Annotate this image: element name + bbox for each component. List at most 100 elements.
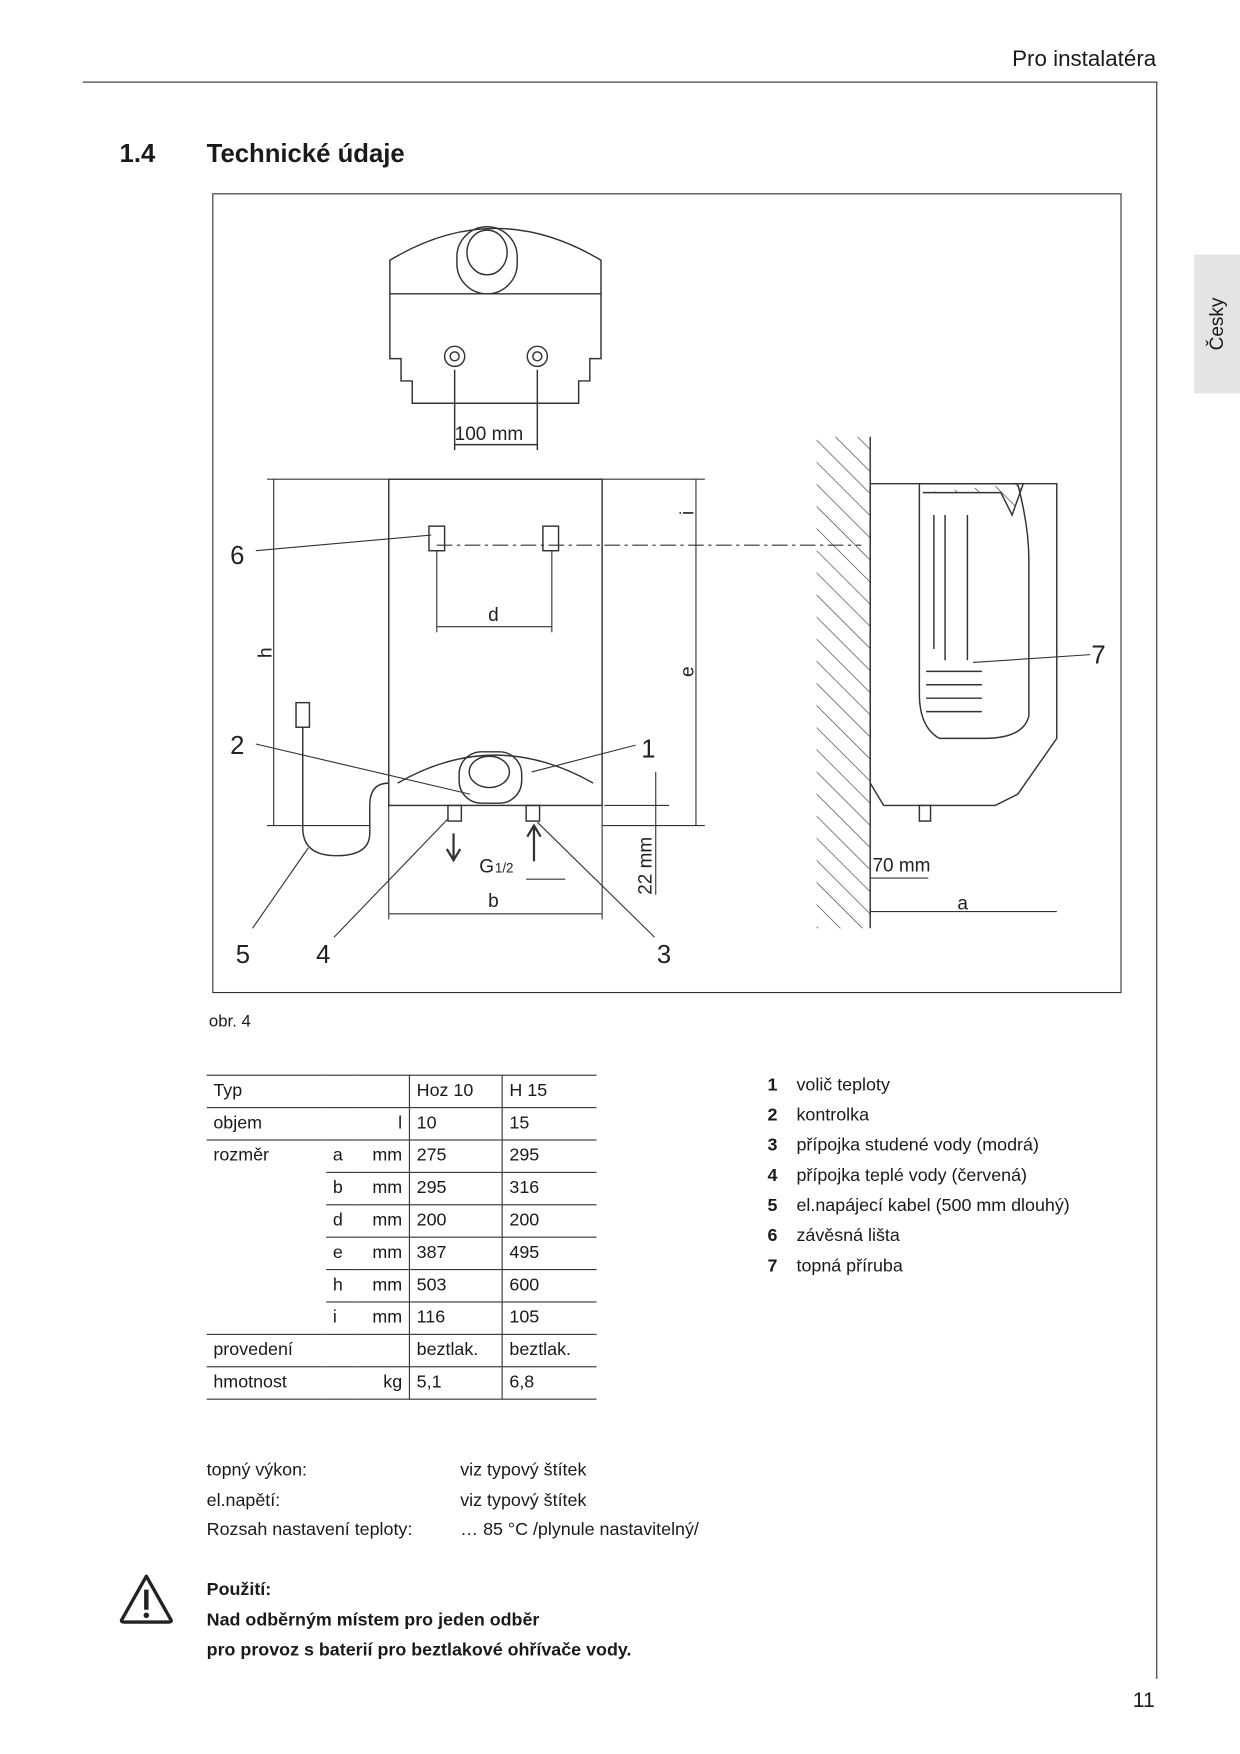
table-cell: Typ: [206, 1074, 410, 1109]
callout-6: 6: [230, 542, 244, 570]
legend-text: přípojka studené vody (modrá): [796, 1136, 1039, 1156]
legend-text: závěsná lišta: [796, 1226, 900, 1246]
parts-legend: 1 volič teploty 2 kontrolka 3 přípojka stud…: [767, 1070, 1069, 1281]
legend-number: 4: [767, 1166, 778, 1186]
spacing-label: 100 mm: [455, 424, 524, 445]
wall-distance-label: 70 mm: [872, 855, 930, 876]
table-cell: objem: [206, 1107, 327, 1141]
margin-rule: [1156, 81, 1158, 1680]
legend-number: 5: [767, 1196, 778, 1216]
table-header-row: Typ Hoz 10 H 15: [206, 1074, 597, 1109]
table-cell: [326, 1366, 360, 1400]
table-cell: mm: [359, 1301, 410, 1335]
table-cell: 387: [409, 1237, 503, 1271]
table-cell: b: [326, 1172, 360, 1206]
side-view-heater: [816, 436, 1058, 929]
dim-d: d: [488, 605, 499, 626]
front-view-heater: [295, 478, 603, 863]
table-cell: beztlak.: [409, 1334, 503, 1368]
legend-text: volič teploty: [796, 1075, 890, 1095]
legend-number: 1: [767, 1075, 778, 1095]
legend-number: 2: [767, 1105, 778, 1125]
electrical-specs: topný výkon: viz typový štítek el.napětí:…: [207, 1457, 699, 1546]
usage-warning: Použití: Nad odběrným místem pro jeden o…: [207, 1575, 632, 1665]
table-cell: 495: [502, 1237, 597, 1271]
spec-row: topný výkon: viz typový štítek: [207, 1457, 699, 1487]
table-cell: d: [326, 1204, 360, 1238]
table-cell: e: [326, 1237, 360, 1271]
legend-number: 3: [767, 1136, 778, 1156]
table-cell: beztlak.: [502, 1334, 597, 1368]
legend-number: 6: [767, 1226, 778, 1246]
callout-4: 4: [316, 941, 330, 969]
table-cell: [359, 1334, 410, 1368]
table-row: provedení beztlak.beztlak.: [206, 1334, 597, 1368]
spec-key: topný výkon:: [206, 1461, 308, 1481]
table-cell: 200: [502, 1204, 597, 1238]
dim-i: i: [678, 511, 699, 515]
table-cell: 6,8: [502, 1366, 597, 1400]
installation-diagram: 100 mm: [212, 193, 1122, 994]
header-rule: [82, 81, 1158, 83]
callout-5: 5: [236, 941, 250, 969]
table-cell: 200: [409, 1204, 503, 1238]
table-cell: H 15: [502, 1074, 597, 1109]
callout-3: 3: [657, 941, 671, 969]
table-cell: 5,1: [409, 1366, 503, 1400]
table-cell: 15: [502, 1107, 597, 1141]
legend-text: topná příruba: [796, 1256, 903, 1276]
figure-caption: obr. 4: [208, 1012, 251, 1032]
language-tab-label: Česky: [1205, 297, 1228, 351]
spec-row: el.napětí: viz typový štítek: [207, 1486, 699, 1516]
dim-a: a: [957, 893, 968, 914]
table-cell: mm: [359, 1269, 410, 1303]
dimension-lines: [266, 478, 1057, 920]
table-cell: 295: [502, 1140, 597, 1173]
section-title: Technické údaje: [206, 138, 405, 168]
warning-line: pro provoz s baterií pro beztlakové ohří…: [206, 1641, 632, 1661]
warning-triangle-icon: [118, 1573, 174, 1624]
thread-size: 1/2: [495, 860, 514, 875]
table-cell: h: [326, 1269, 360, 1303]
top-view-heater: [389, 226, 602, 451]
running-header: Pro instalatéra: [1012, 46, 1157, 72]
legend-item: 4 přípojka teplé vody (červená): [767, 1161, 1069, 1191]
offset-label: 22 mm: [635, 837, 656, 895]
legend-item: 3 přípojka studené vody (modrá): [767, 1131, 1069, 1161]
table-cell: 116: [409, 1301, 503, 1335]
legend-text: přípojka teplé vody (červená): [796, 1166, 1027, 1186]
table-cell: mm: [359, 1204, 410, 1238]
table-cell: [207, 1205, 327, 1237]
callout-1: 1: [641, 735, 655, 763]
spec-key: el.napětí:: [206, 1490, 281, 1510]
table-cell: mm: [359, 1172, 410, 1206]
dim-h: h: [255, 647, 276, 658]
callout-7: 7: [1091, 642, 1105, 670]
table-cell: mm: [359, 1237, 410, 1271]
table-cell: i: [326, 1301, 360, 1335]
legend-text: kontrolka: [796, 1105, 870, 1125]
dim-b: b: [488, 891, 499, 912]
table-cell: l: [359, 1107, 410, 1141]
spec-value: viz typový štítek: [460, 1461, 587, 1481]
table-cell: 295: [409, 1172, 503, 1206]
page-number: 11: [1132, 1689, 1155, 1713]
language-tab: Česky: [1194, 254, 1240, 394]
table-cell: [207, 1270, 327, 1302]
table-cell: [207, 1172, 327, 1204]
table-cell: kg: [359, 1366, 410, 1400]
table-cell: 105: [502, 1301, 597, 1335]
spec-value: … 85 °C /plynule nastavitelný/: [460, 1520, 699, 1540]
legend-item: 2 kontrolka: [767, 1100, 1069, 1130]
table-cell: 316: [502, 1172, 597, 1206]
spec-value: viz typový štítek: [460, 1490, 587, 1510]
table-cell: provedení: [206, 1334, 327, 1368]
table-cell: 10: [409, 1107, 503, 1141]
table-cell: a: [326, 1140, 360, 1173]
